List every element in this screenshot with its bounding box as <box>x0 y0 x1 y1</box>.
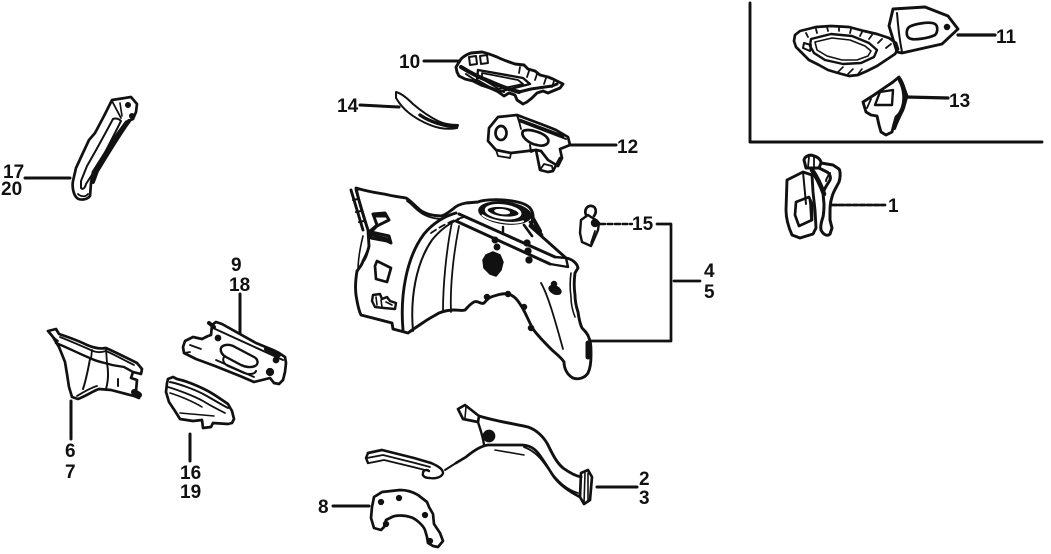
svg-text:16: 16 <box>180 463 201 484</box>
svg-text:10: 10 <box>399 52 420 73</box>
svg-text:6: 6 <box>65 441 76 462</box>
svg-text:8: 8 <box>318 497 329 518</box>
svg-text:1: 1 <box>888 196 899 217</box>
svg-text:11: 11 <box>996 27 1017 48</box>
svg-text:15: 15 <box>632 214 654 235</box>
svg-text:7: 7 <box>65 462 76 483</box>
svg-text:19: 19 <box>180 482 201 503</box>
svg-text:2: 2 <box>639 469 650 490</box>
svg-text:12: 12 <box>617 137 638 158</box>
svg-text:13: 13 <box>949 91 970 112</box>
svg-text:17: 17 <box>3 162 24 183</box>
svg-text:5: 5 <box>704 282 715 303</box>
svg-text:20: 20 <box>1 179 22 200</box>
svg-text:9: 9 <box>231 255 242 276</box>
svg-text:4: 4 <box>704 261 715 282</box>
svg-text:18: 18 <box>229 275 250 296</box>
svg-text:3: 3 <box>639 488 650 509</box>
svg-text:14: 14 <box>337 96 359 117</box>
